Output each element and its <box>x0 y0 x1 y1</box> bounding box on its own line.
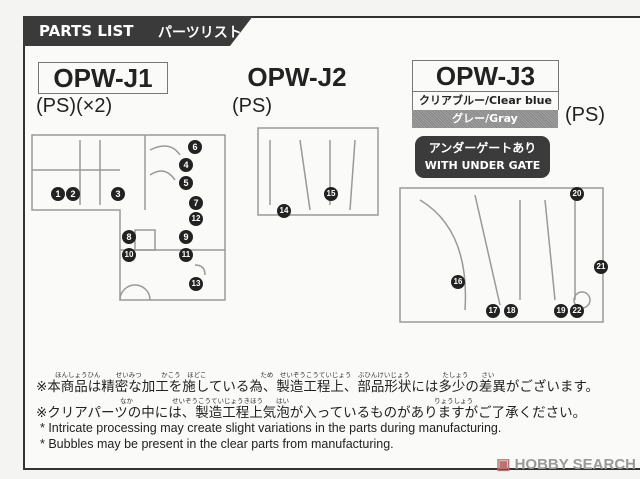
under-gate-en: WITH UNDER GATE <box>424 159 541 172</box>
part-number-marker: 2 <box>66 187 80 201</box>
note-en-1: * Intricate processing may create slight… <box>40 421 502 435</box>
part-number-marker: 7 <box>189 196 203 210</box>
under-gate-badge: アンダーゲートあり WITH UNDER GATE <box>415 136 550 178</box>
part-number-marker: 13 <box>189 277 203 291</box>
part-number-marker: 3 <box>111 187 125 201</box>
part-number-marker: 19 <box>554 304 568 318</box>
sprue-j3-runner <box>399 187 604 323</box>
sprue-material-j1: (PS)(×2) <box>36 95 113 117</box>
parts-list-header: PARTS LIST パーツリスト <box>23 16 253 46</box>
part-number-marker: 17 <box>486 304 500 318</box>
note-en-2: * Bubbles may be present in the clear pa… <box>40 437 394 451</box>
color-gray: グレー/Gray <box>412 110 558 128</box>
sprue-material-j3: (PS) <box>565 104 605 126</box>
furigana-line-1: ほんしょうひん せいみつ かこう ほどこ ため せいぞうこうていじょう ぶひんけ… <box>55 371 495 379</box>
part-number-marker: 12 <box>189 212 203 226</box>
part-number-marker: 6 <box>188 140 202 154</box>
watermark-logo: ▣ HOBBY SEARCH <box>496 456 636 473</box>
part-number-marker: 5 <box>179 176 193 190</box>
sprue-code-j1: OPW-J1 <box>38 62 168 94</box>
part-number-marker: 1 <box>51 187 65 201</box>
under-gate-jp: アンダーゲートあり <box>428 141 537 155</box>
part-number-marker: 4 <box>179 158 193 172</box>
header-title-en: PARTS LIST <box>39 22 134 40</box>
note-jp-1: ※本商品は精密な加工を施している為、製造工程上、部品形状には多少の差異がございま… <box>36 379 600 395</box>
part-number-marker: 8 <box>122 230 136 244</box>
part-number-marker: 10 <box>122 248 136 262</box>
note-jp-2: ※クリアパーツの中には、製造工程上気泡が入っているものがありますがご了承ください… <box>36 405 587 421</box>
color-clear-blue: クリアブルー/Clear blue <box>412 91 559 110</box>
part-number-marker: 11 <box>179 248 193 262</box>
part-number-marker: 21 <box>594 260 608 274</box>
furigana-line-2: なか せいぞうこうていじょうきほう はい りょうしょう <box>120 397 474 405</box>
part-number-marker: 9 <box>179 230 193 244</box>
sprue-j2-runner <box>257 127 379 216</box>
part-number-marker: 14 <box>277 204 291 218</box>
sprue-j1-parts <box>119 145 206 301</box>
part-number-marker: 16 <box>451 275 465 289</box>
sprue-code-j2: OPW-J2 <box>247 62 347 92</box>
sprue-code-j3: OPW-J3 <box>412 60 559 91</box>
watermark-text: HOBBY SEARCH <box>514 456 636 473</box>
part-number-marker: 18 <box>504 304 518 318</box>
part-number-marker: 20 <box>570 187 584 201</box>
sprue-material-j2: (PS) <box>232 95 272 117</box>
part-number-marker: 15 <box>324 187 338 201</box>
part-number-marker: 22 <box>570 304 584 318</box>
header-title-jp: パーツリスト <box>158 25 242 41</box>
